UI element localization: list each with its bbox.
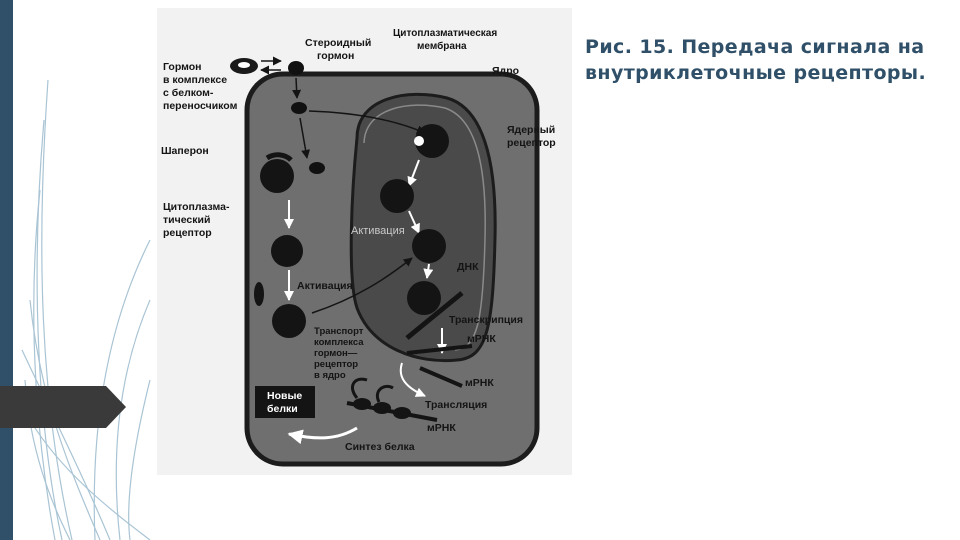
mrna-strand-2 <box>419 366 463 388</box>
receptor-1-site <box>414 136 424 146</box>
equilibrium-arrows-icon <box>260 56 282 75</box>
arrow-tab-shape <box>0 386 126 428</box>
label-nuclear-receptor: Ядерный рецептор <box>507 124 558 149</box>
hormone-to-nucleus-arrow <box>308 110 426 134</box>
label-new-proteins: Новые белки <box>267 390 305 415</box>
diagram-canvas: Гормон в комплексе с белком- переносчико… <box>161 28 558 467</box>
label-transcription: Транскрипция <box>449 314 523 326</box>
label-mrna-1: мРНК <box>467 333 496 345</box>
nr-arrow-1 <box>407 159 420 187</box>
figure-caption: Рис. 15. Передача сигнала на внутриклето… <box>585 36 927 84</box>
hormone-inside <box>291 102 307 114</box>
mrna-strand-1 <box>406 344 473 355</box>
nuclear-receptor-1 <box>415 124 449 158</box>
dna-strand-icon <box>405 291 464 340</box>
label-mrna-2: мРНК <box>465 377 494 389</box>
label-steroid-hormone: Стероидный гормон <box>305 37 374 62</box>
hormone-free <box>288 61 304 75</box>
chaperone-receptor-complex <box>260 159 294 193</box>
label-protein-synthesis: Синтез белка <box>345 441 415 453</box>
label-hormone-complex: Гормон в комплексе с белком- переносчико… <box>163 61 238 112</box>
nr-arrow-2 <box>408 210 420 234</box>
label-translation: Трансляция <box>425 399 487 411</box>
mrna-exit-arrow <box>399 362 426 397</box>
hormone-receptor-complex <box>272 304 306 338</box>
label-activation-cytoplasm: Активация <box>297 280 353 292</box>
hormone-entry-arrow <box>292 77 302 99</box>
label-cyto-receptor: Цитоплазма- тический рецептор <box>163 201 232 239</box>
label-activation-nucleus: Активация <box>351 225 405 237</box>
label-nucleus: Ядро <box>492 65 519 77</box>
new-proteins-box <box>255 386 315 418</box>
hormone-near-chaperone <box>309 162 325 174</box>
hormone-to-chaperone-arrow <box>299 117 311 159</box>
label-chaperone: Шаперон <box>161 145 209 157</box>
cyto-receptor-active <box>271 235 303 267</box>
chaperone-protein-icon <box>265 152 293 162</box>
released-chaperone-icon <box>254 282 264 306</box>
nuclear-receptor-3 <box>412 229 446 263</box>
label-mrna-3: мРНК <box>427 422 456 434</box>
label-cyto-membrane: Цитоплазматическая мембрана <box>393 28 500 52</box>
nuclear-receptor-4 <box>407 281 441 315</box>
ribosome-polysome-icon <box>346 377 438 422</box>
protein-synthesis-arrow <box>287 426 358 445</box>
nr-arrow-3 <box>423 263 434 279</box>
carrier-protein-highlight <box>238 62 250 68</box>
label-dna: ДНК <box>457 261 479 273</box>
transport-arrow <box>311 257 413 314</box>
signal-diagram: Гормон в комплексе с белком- переносчико… <box>157 8 572 475</box>
label-transport: Транспорт комплекса гормон— рецептор в я… <box>314 326 366 381</box>
nuclear-receptor-2 <box>380 179 414 213</box>
